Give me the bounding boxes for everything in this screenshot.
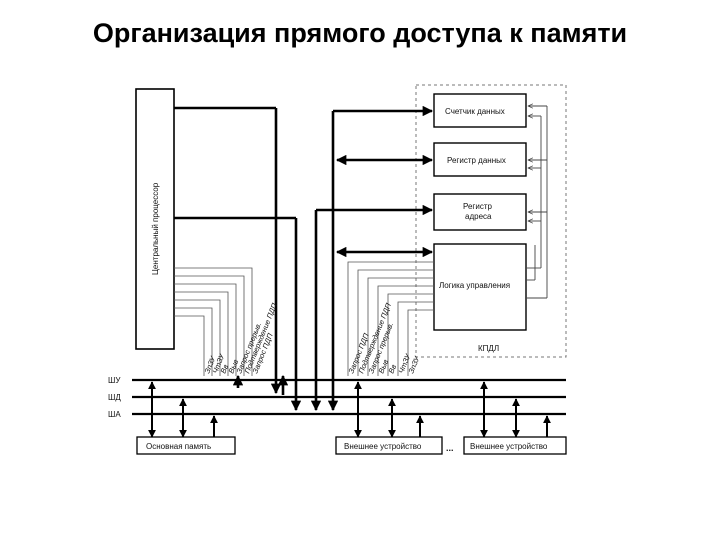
bus-label-data: ШД bbox=[108, 393, 121, 402]
bus-label-control: ШУ bbox=[108, 376, 121, 385]
kpdl-signal-4: Вв bbox=[387, 363, 399, 375]
main-memory-label: Основная память bbox=[146, 442, 211, 451]
control-logic-block bbox=[433, 243, 527, 331]
cpu-connections bbox=[174, 106, 302, 412]
data-register-block bbox=[433, 142, 527, 177]
device-bus-arrows bbox=[148, 381, 551, 438]
counter-block bbox=[433, 93, 527, 128]
cpu-signal-2: Вв bbox=[219, 363, 231, 375]
kpdl-boundary bbox=[415, 84, 567, 358]
cpu-signal-labels: ЗпЗУ ЧтЗУ Вв Выв Запрос прерыв. Подтверж… bbox=[203, 301, 280, 375]
address-register-label-1: Регистр bbox=[463, 202, 492, 211]
data-register-label: Регистр данных bbox=[447, 156, 506, 165]
external-device-1-label: Внешнее устройство bbox=[344, 442, 422, 451]
kpdl-connections bbox=[277, 105, 434, 412]
address-register-label-2: адреса bbox=[465, 212, 492, 221]
external-device-2-label: Внешнее устройство bbox=[470, 442, 548, 451]
cpu-label: Центральный процессор bbox=[151, 182, 160, 275]
devices-ellipsis: ... bbox=[446, 443, 454, 453]
cpu-block bbox=[135, 88, 175, 350]
control-logic-label: Логика управления bbox=[439, 281, 510, 290]
system-buses bbox=[132, 378, 566, 416]
address-register-block bbox=[433, 193, 527, 231]
control-feedback-lines bbox=[526, 106, 548, 299]
counter-label: Счетчик данных bbox=[445, 107, 505, 116]
bus-label-address: ША bbox=[108, 410, 121, 419]
kpdl-label: КПДЛ bbox=[478, 344, 499, 353]
kpdl-signal-lines bbox=[347, 261, 434, 376]
cpu-signal-lines bbox=[174, 267, 253, 376]
page-title: Организация прямого доступа к памяти bbox=[92, 18, 628, 48]
